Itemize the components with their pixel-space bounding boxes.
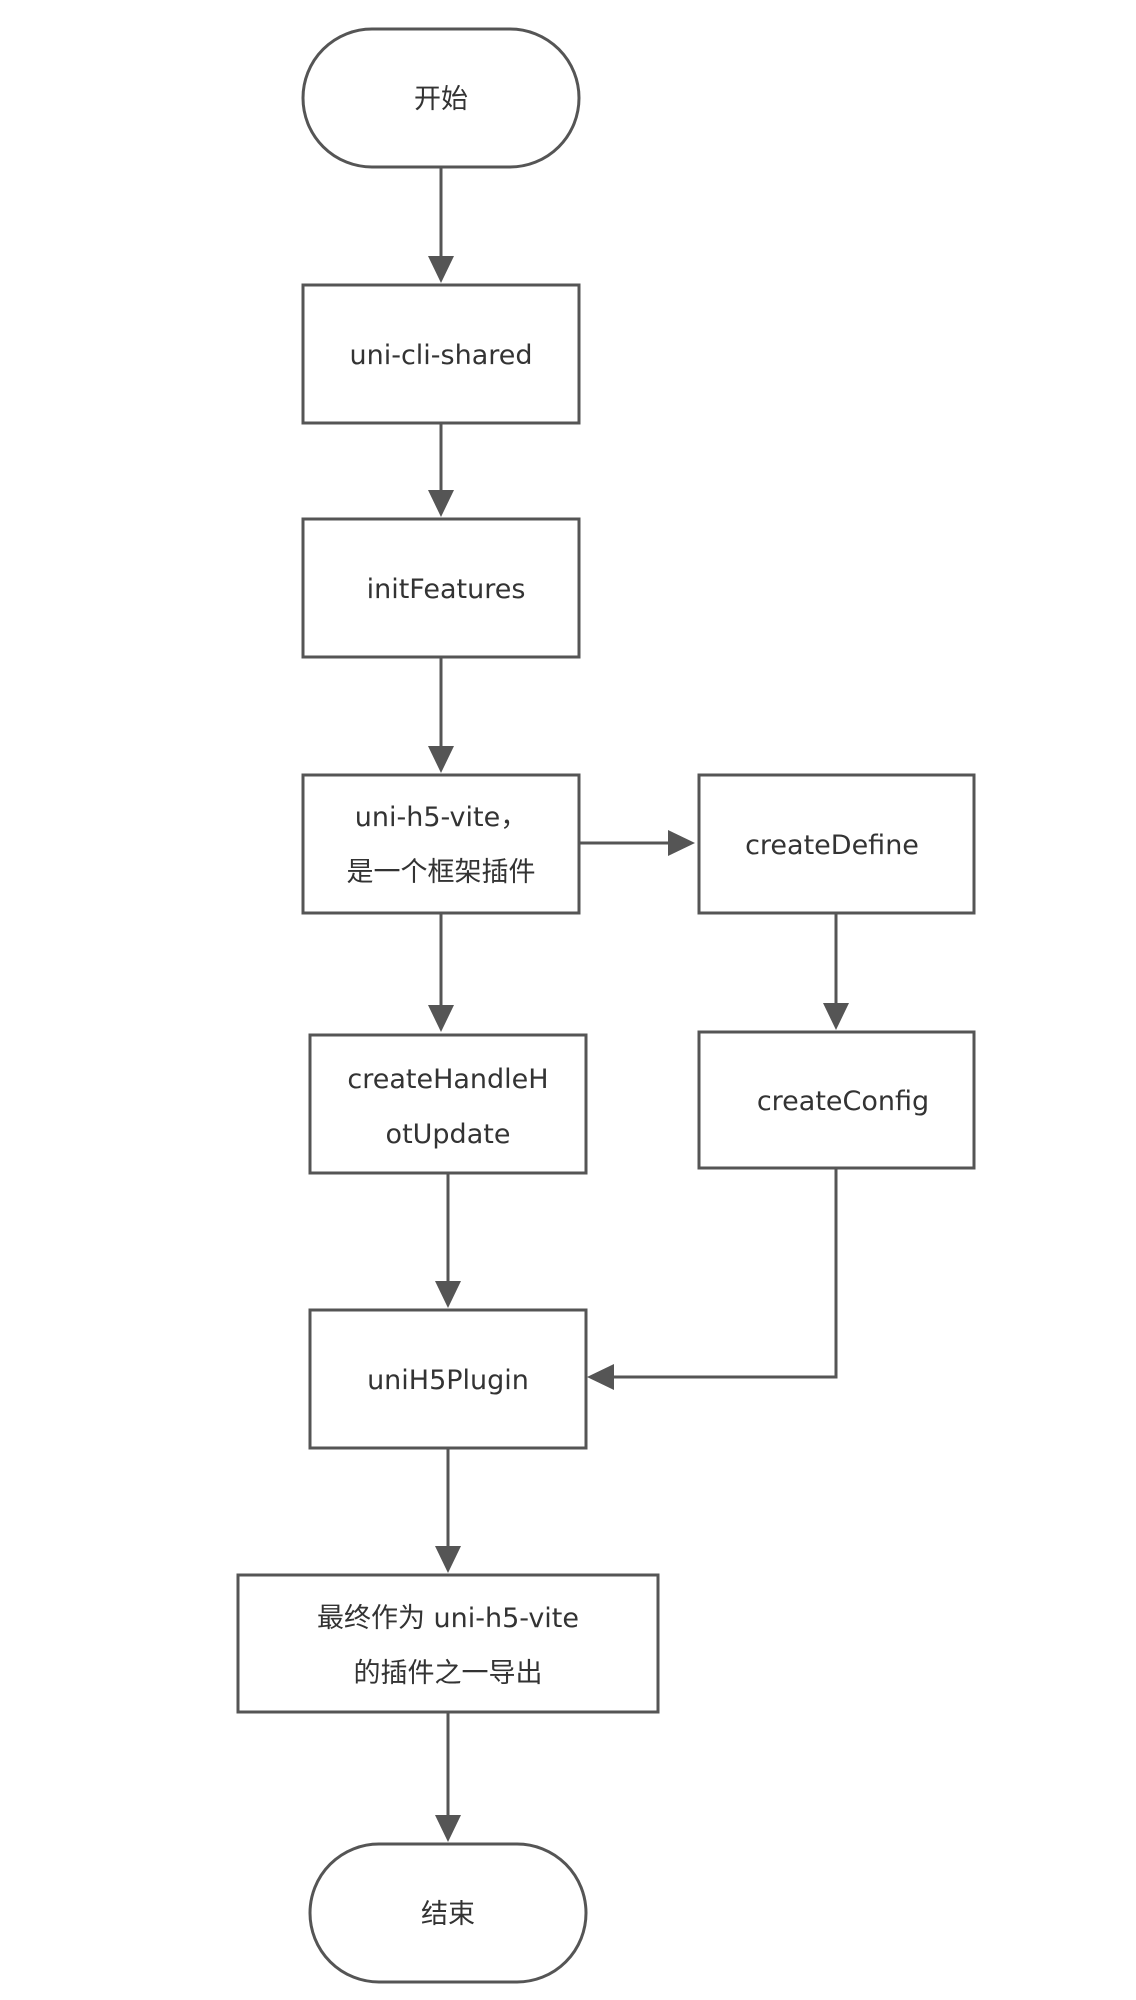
arrowhead-end xyxy=(435,1815,461,1842)
create-define-label: createDefine xyxy=(745,830,919,861)
arrowhead-init-features xyxy=(428,490,454,517)
uni-h5-plugin-label: uniH5Plugin xyxy=(367,1365,529,1396)
create-config-box xyxy=(697,1030,976,1170)
arrowhead-uni-cli-shared xyxy=(428,256,454,283)
uni-h5-plugin-box xyxy=(308,1308,588,1450)
final-export-label-line-2: 的插件之一导出 xyxy=(354,1658,543,1689)
arrowhead-create-handle-hot-update xyxy=(428,1005,454,1032)
uni-h5-vite-label-line-2: 是一个框架插件 xyxy=(347,857,536,888)
init-features-box xyxy=(301,517,581,659)
create-handle-hot-update-label-line-2: otUpdate xyxy=(386,1119,511,1150)
start-terminator xyxy=(301,27,581,169)
edge-create-config-to-uni-h5-plugin xyxy=(602,1168,838,1379)
uni-cli-shared-box xyxy=(301,283,581,425)
final-export-box xyxy=(236,1573,660,1714)
uni-cli-shared-label: uni-cli-shared xyxy=(349,340,532,371)
arrowhead-create-config xyxy=(823,1003,849,1030)
final-export-label-line-1: 最终作为 uni-h5-vite xyxy=(317,1603,579,1634)
create-define-box xyxy=(697,773,976,915)
init-features-node: initFeatures xyxy=(301,517,581,659)
create-config-label: createConfig xyxy=(757,1086,929,1117)
end-label: 结束 xyxy=(421,1899,475,1930)
uni-cli-shared-node: uni-cli-shared xyxy=(301,283,581,425)
create-handle-hot-update-label-line-1: createHandleH xyxy=(347,1064,548,1095)
start-node: 开始 xyxy=(301,27,581,169)
create-handle-hot-update-node: createHandleH otUpdate xyxy=(308,1033,588,1175)
uni-h5-plugin-node: uniH5Plugin xyxy=(308,1308,588,1450)
arrowhead-uni-h5-vite xyxy=(428,746,454,773)
create-config-node: createConfig xyxy=(697,1030,976,1170)
end-terminator xyxy=(308,1842,588,1984)
create-handle-hot-update-box xyxy=(308,1033,588,1175)
arrowhead-uni-h5-plugin-from-top xyxy=(435,1281,461,1308)
uni-h5-vite-node: uni-h5-vite， 是一个框架插件 xyxy=(301,773,581,915)
create-define-node: createDefine xyxy=(697,773,976,915)
init-features-label: initFeatures xyxy=(367,574,526,605)
arrowhead-final-export xyxy=(435,1546,461,1573)
end-node: 结束 xyxy=(308,1842,588,1984)
arrowhead-create-define xyxy=(668,830,695,856)
edges xyxy=(428,167,849,1842)
uni-h5-vite-box xyxy=(301,773,581,915)
uni-h5-vite-label-line-1: uni-h5-vite， xyxy=(355,802,527,833)
arrowhead-uni-h5-plugin-from-right xyxy=(587,1364,614,1390)
final-export-node: 最终作为 uni-h5-vite 的插件之一导出 xyxy=(236,1573,660,1714)
start-label: 开始 xyxy=(414,84,468,115)
